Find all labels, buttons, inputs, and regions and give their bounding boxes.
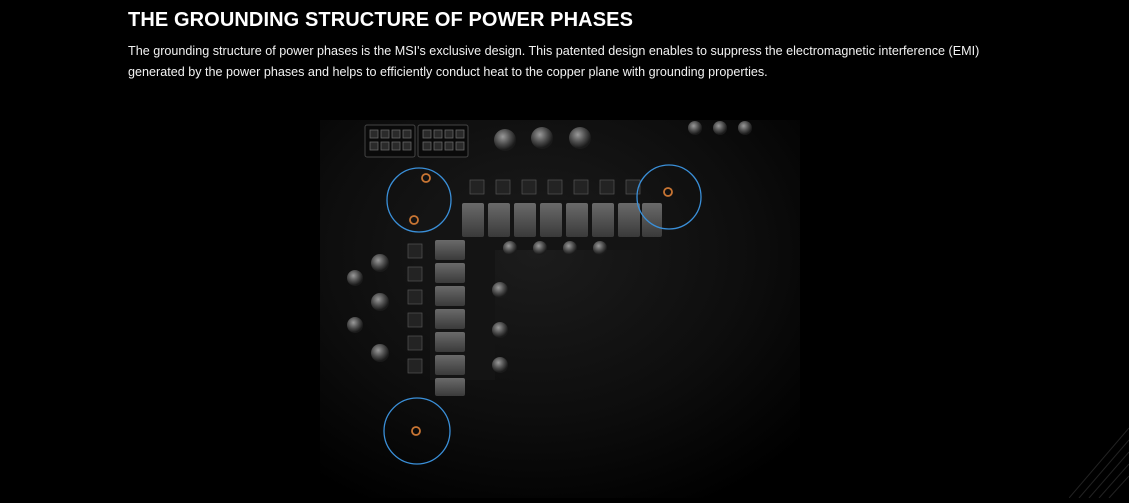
- capacitor-row: [494, 121, 752, 151]
- grounding-point-top-right: [636, 164, 702, 230]
- choke-row-vertical: [435, 240, 465, 396]
- section-description: The grounding structure of power phases …: [128, 44, 980, 79]
- grounding-point-bottom: [383, 397, 451, 465]
- decorative-stripes: [1069, 427, 1129, 498]
- power-connector: [364, 124, 469, 158]
- motherboard-image: [320, 120, 800, 498]
- choke-row-horizontal: [462, 203, 662, 237]
- grounding-point-top-left: [386, 167, 452, 233]
- section-title: THE GROUNDING STRUCTURE OF POWER PHASES: [128, 9, 634, 31]
- motherboard-illustration: [320, 120, 800, 498]
